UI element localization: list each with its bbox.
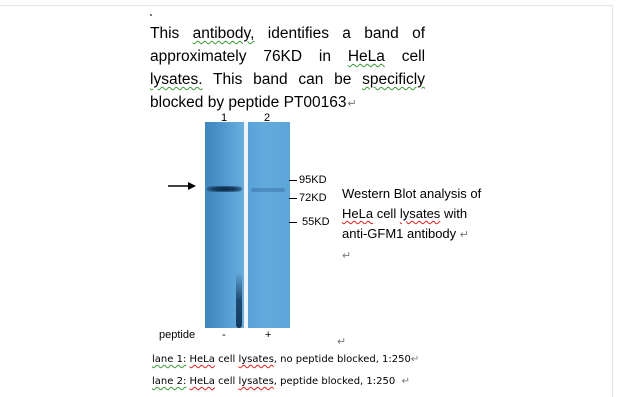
marker-label-72kd: 72KD xyxy=(299,192,327,204)
band-arrow-icon xyxy=(168,182,196,190)
paragraph-mark-icon: ↵ xyxy=(410,354,420,365)
lane-number-2: 2 xyxy=(264,112,271,124)
intro-text-3: blocked by peptide PT00163 xyxy=(150,94,347,111)
lane-desc-rest: , peptide blocked, 1:250 xyxy=(273,376,396,387)
page-edge-top xyxy=(0,5,612,6)
caption-word-hela: HeLa xyxy=(342,206,374,221)
intro-word-lysates: lysates. xyxy=(150,71,203,88)
marker-tick xyxy=(289,198,297,199)
blot-lane-1 xyxy=(205,122,244,328)
intro-word-cell: cell xyxy=(401,48,426,65)
caption-word-lysates: lysates xyxy=(399,206,441,221)
paragraph-mark-icon: ↵ xyxy=(347,98,357,110)
blot-streak xyxy=(236,272,242,328)
caption-word-cell: cell xyxy=(376,206,397,221)
lane-desc-prefix: lane 1: xyxy=(152,354,187,365)
lane-description-1[interactable]: lane 1: HeLa cell lysates, no peptide bl… xyxy=(152,354,419,365)
lane-separator xyxy=(244,122,248,328)
lane-desc-cell: cell xyxy=(218,376,236,387)
paragraph-mark-icon: ↵ xyxy=(337,336,347,348)
lane-desc-hela: HeLa xyxy=(189,354,215,365)
page-edge-right xyxy=(612,5,613,397)
caption-line-3: anti-GFM1 antibody ↵ xyxy=(342,224,512,245)
lane-desc-cell: cell xyxy=(218,354,236,365)
crop-mark xyxy=(150,14,152,16)
caption-line-2: HeLa cell lysates with xyxy=(342,204,512,224)
marker-tick xyxy=(289,180,297,181)
lane-desc-hela: HeLa xyxy=(189,376,215,387)
caption-word-with: with xyxy=(443,206,468,221)
caption-line-3-text: anti-GFM1 antibody xyxy=(342,226,457,241)
lane-desc-prefix: lane 2: xyxy=(152,376,187,387)
intro-word-antibody: antibody, xyxy=(192,25,255,42)
marker-tick xyxy=(289,222,297,223)
lane-desc-lysates: lysates xyxy=(238,354,274,365)
peptide-sign-lane-1: - xyxy=(222,329,226,341)
caption-line-1: Western Blot analysis of xyxy=(342,186,482,201)
lane-description-2[interactable]: lane 2: HeLa cell lysates, peptide block… xyxy=(152,376,410,387)
intro-text-2: This band can be xyxy=(213,71,352,88)
lane-number-1: 1 xyxy=(221,112,228,124)
intro-word-specificly: specificly xyxy=(362,71,425,88)
blot-band-faint xyxy=(251,188,285,192)
intro-paragraph[interactable]: This antibody, identifies a band of appr… xyxy=(150,22,425,116)
western-blot-image[interactable] xyxy=(205,122,290,328)
peptide-label: peptide xyxy=(159,329,196,341)
lane-desc-rest: , no peptide blocked, 1:250 xyxy=(273,354,411,365)
lane-desc-lysates: lysates xyxy=(238,376,274,387)
paragraph-mark-icon: ↵ xyxy=(459,229,470,241)
figure-caption[interactable]: Western Blot analysis of HeLa cell lysat… xyxy=(342,184,512,266)
marker-label-95kd: 95KD xyxy=(299,174,327,186)
blot-lane-2 xyxy=(248,122,290,328)
intro-word-hela: HeLa xyxy=(347,48,385,65)
paragraph-mark-icon: ↵ xyxy=(342,250,352,262)
marker-label-55kd: 55KD xyxy=(302,216,330,228)
intro-word: This xyxy=(150,25,180,42)
caption-line-4: ↵ xyxy=(342,245,512,266)
blot-band xyxy=(207,186,242,192)
paragraph-mark-icon: ↵ xyxy=(401,376,410,387)
intro-text: identifies a band of approximately 76KD … xyxy=(150,25,426,65)
peptide-sign-lane-2: + xyxy=(265,329,272,341)
